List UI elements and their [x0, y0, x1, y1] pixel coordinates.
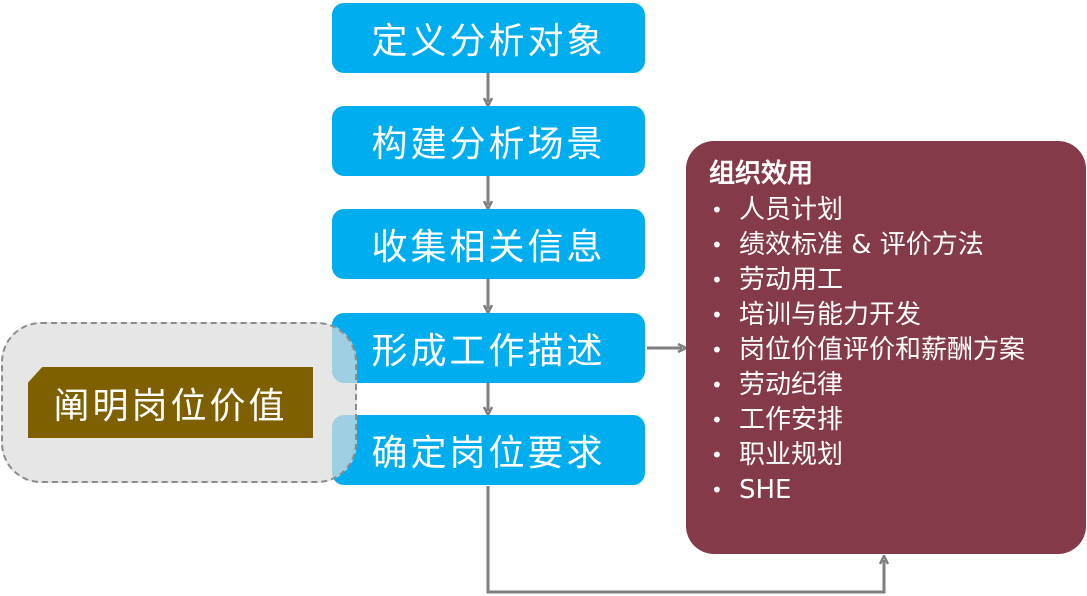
list-item-text: 工作安排 — [739, 405, 844, 435]
list-item: • 培训与能力开发 — [709, 298, 1086, 333]
step-label: 形成工作描述 — [371, 331, 606, 372]
bullet-icon: • — [711, 268, 723, 292]
organizational-utility-panel: 组织效用 • 人员计划 • 绩效标准 & 评价方法 • 劳动用工 • 培训与能力开发 •… — [686, 141, 1086, 554]
list-item: • 劳动用工 — [709, 263, 1086, 298]
utility-list: • 人员计划 • 绩效标准 & 评价方法 • 劳动用工 • 培训与能力开发 • 岗位价值评… — [709, 193, 1086, 508]
panel-title: 组织效用 — [709, 159, 814, 189]
list-item-text: 劳动纪律 — [739, 370, 844, 400]
step-label: 构建分析场景 — [371, 124, 606, 165]
list-item-text: SHE — [739, 475, 792, 505]
list-item: • 绩效标准 & 评价方法 — [709, 228, 1086, 263]
list-item: • 劳动纪律 — [709, 368, 1086, 403]
step-collect-information: 收集相关信息 — [332, 209, 645, 279]
bullet-icon: • — [711, 338, 723, 362]
list-item: • SHE — [709, 473, 1086, 508]
step-label: 收集相关信息 — [371, 227, 606, 268]
list-item-text: 职业规划 — [739, 440, 844, 470]
list-item-text: 岗位价值评价和薪酬方案 — [739, 335, 1026, 365]
list-item: • 职业规划 — [709, 438, 1086, 473]
value-box-label: 阐明岗位价值 — [53, 385, 288, 427]
clarify-job-value-box: 阐明岗位价值 — [28, 367, 313, 438]
bullet-icon: • — [711, 198, 723, 222]
step-build-analysis-scenario: 构建分析场景 — [332, 106, 645, 176]
step-determine-job-requirements: 确定岗位要求 — [332, 415, 645, 485]
step-form-job-description: 形成工作描述 — [332, 313, 645, 383]
bullet-icon: • — [711, 373, 723, 397]
list-item-text: 人员计划 — [739, 195, 844, 225]
arrow-step5-to-panel — [486, 486, 884, 594]
list-item-text: 培训与能力开发 — [739, 300, 922, 330]
step-define-analysis-object: 定义分析对象 — [332, 3, 645, 73]
bullet-icon: • — [711, 303, 723, 327]
step-label: 确定岗位要求 — [371, 433, 606, 474]
bullet-icon: • — [711, 443, 723, 467]
list-item: • 工作安排 — [709, 403, 1086, 438]
list-item-text: 劳动用工 — [739, 265, 844, 295]
bullet-icon: • — [711, 408, 723, 432]
list-item-text: 绩效标准 & 评价方法 — [739, 230, 984, 260]
step-label: 定义分析对象 — [371, 21, 606, 62]
bullet-icon: • — [711, 233, 723, 257]
list-item: • 岗位价值评价和薪酬方案 — [709, 333, 1086, 368]
bullet-icon: • — [711, 478, 723, 502]
list-item: • 人员计划 — [709, 193, 1086, 228]
